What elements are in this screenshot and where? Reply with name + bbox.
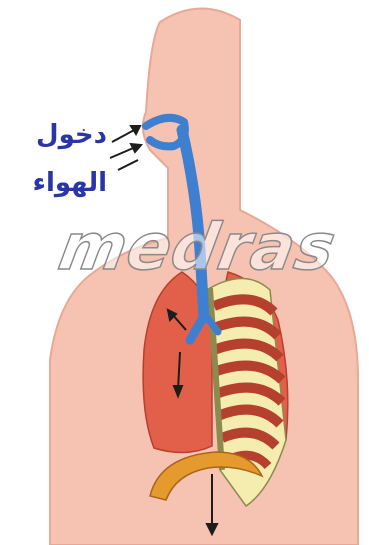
air-entry-label-line2: الهواء	[33, 170, 107, 196]
watermark: medras	[54, 216, 340, 280]
air-entry-label-line1: دخول	[36, 122, 107, 148]
air-inflow-arrow-icon	[110, 126, 141, 170]
